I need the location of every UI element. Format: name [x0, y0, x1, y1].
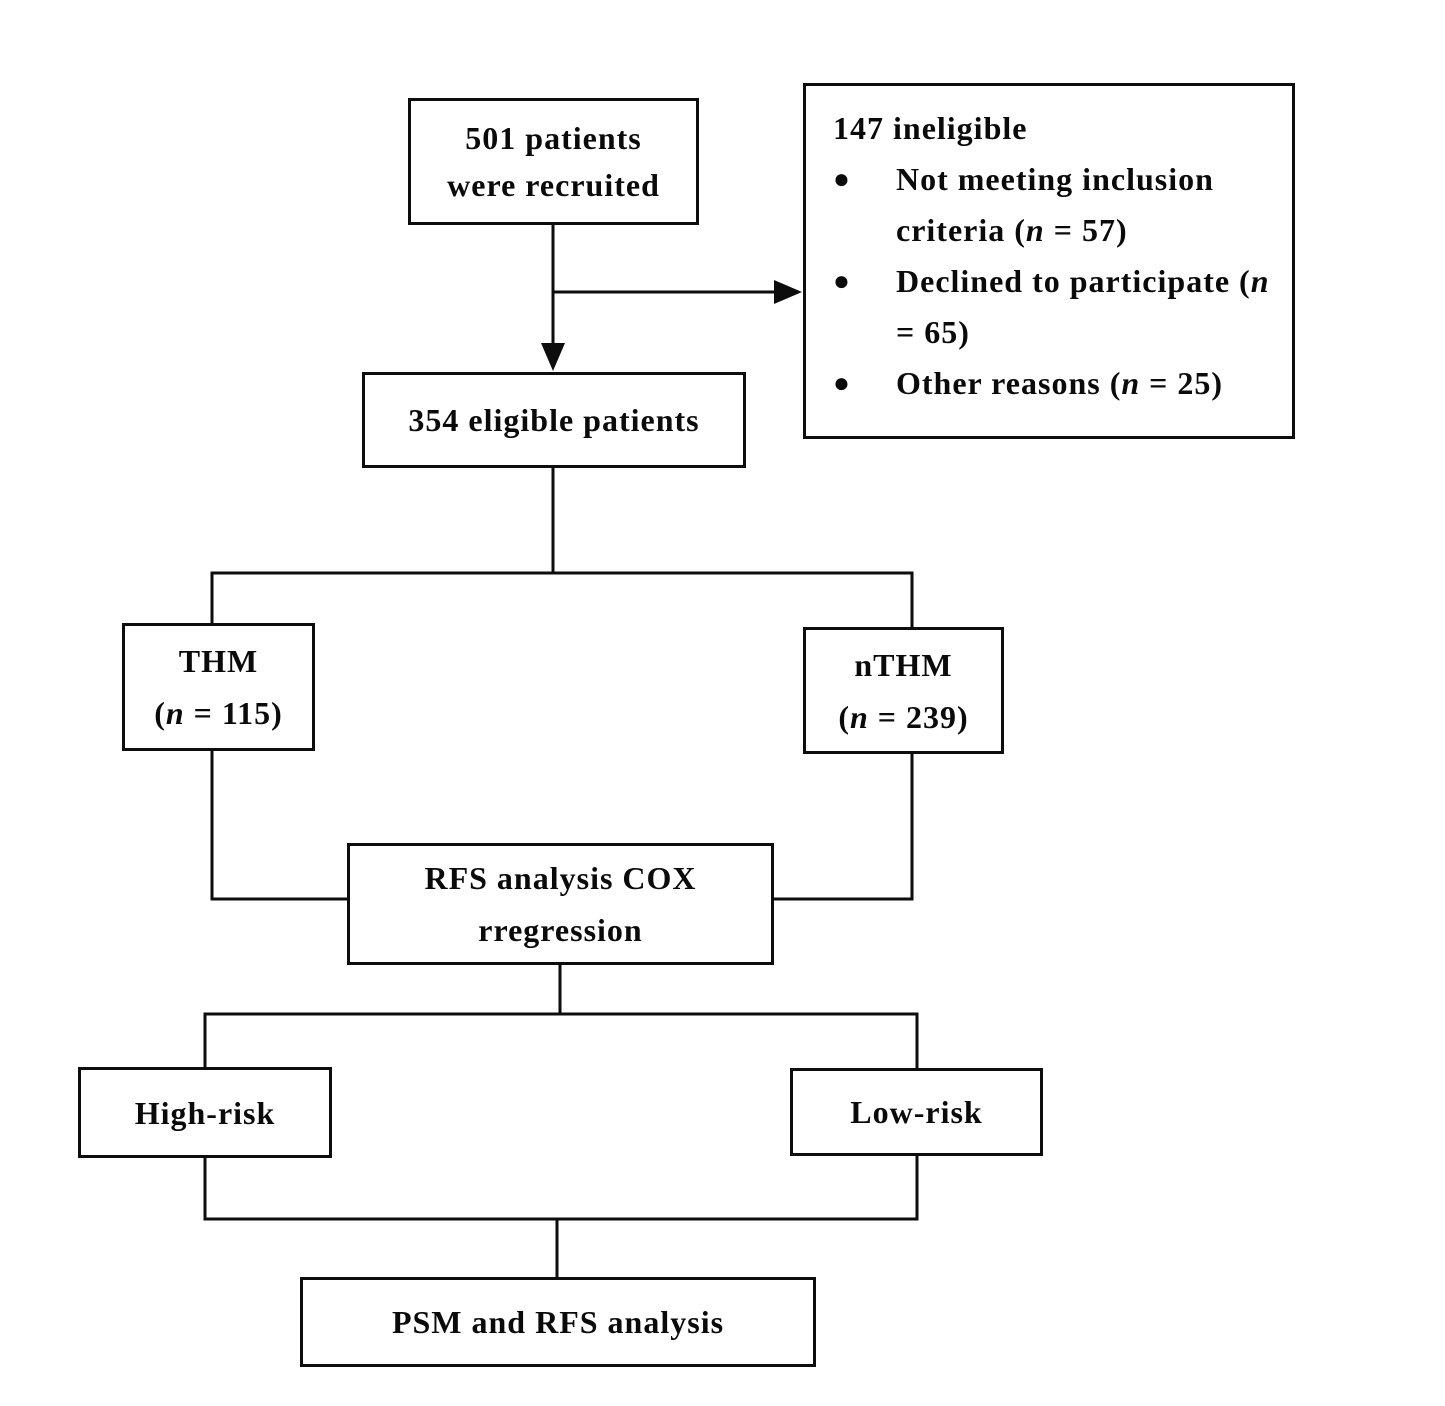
ineligible-header: 147 ineligible — [833, 110, 1028, 146]
ineligible-bullet-item: ● Not meeting inclusion criteria (n = 57… — [833, 154, 1281, 256]
high-risk-box: High-risk — [78, 1067, 332, 1158]
ineligible-bullet-item: ● Other reasons (n = 25) — [833, 358, 1281, 409]
high-risk-label: High-risk — [134, 1094, 276, 1131]
connector-eligible-to-split — [210, 466, 914, 629]
nthm-label: nTHM — [854, 646, 953, 683]
ineligible-bullet-text: Not meeting inclusion criteria (n = 57) — [896, 161, 1214, 248]
eligible-box: 354 eligible patients — [362, 372, 746, 468]
arrowhead-right-icon — [774, 280, 802, 304]
psm-box: PSM and RFS analysis — [300, 1277, 816, 1367]
ineligible-box: 147 ineligible ● Not meeting inclusion c… — [803, 83, 1295, 439]
ineligible-bullet-text: Other reasons (n = 25) — [896, 365, 1224, 401]
low-risk-box: Low-risk — [790, 1068, 1043, 1156]
connector-nthm-to-rfs — [772, 752, 914, 901]
thm-label: THM — [178, 643, 259, 679]
arrowhead-down-icon — [541, 343, 565, 371]
rfs-label-line1: RFS analysis COX — [424, 860, 697, 896]
nthm-count: (n = 239) — [838, 698, 969, 735]
thm-count: (n = 115) — [154, 695, 283, 731]
bullet-icon: ● — [833, 266, 851, 297]
ineligible-bullet-item: ● Declined to participate (n = 65) — [833, 256, 1281, 358]
bullet-icon: ● — [833, 368, 851, 399]
ineligible-bullet-text: Declined to participate (n = 65) — [896, 263, 1270, 350]
recruited-box: 501 patients were recruited — [408, 98, 699, 225]
recruited-label-line2: were recruited — [447, 166, 660, 203]
thm-box: THM (n = 115) — [122, 623, 315, 751]
connector-thm-to-rfs — [210, 749, 349, 901]
rfs-analysis-box: RFS analysis COX rregression — [347, 843, 774, 965]
eligible-label: 354 eligible patients — [408, 402, 700, 438]
low-risk-label: Low-risk — [850, 1094, 983, 1130]
rfs-label-line2: rregression — [478, 912, 643, 948]
connector-recruited-to-eligible — [541, 223, 565, 371]
connector-rfs-to-split — [203, 963, 919, 1070]
nthm-box: nTHM (n = 239) — [803, 627, 1004, 754]
psm-label: PSM and RFS analysis — [391, 1304, 725, 1340]
recruited-label-line1: 501 patients — [465, 119, 642, 156]
connector-risk-to-psm — [203, 1154, 919, 1279]
connector-recruited-to-ineligible — [551, 280, 802, 304]
bullet-icon: ● — [833, 164, 851, 195]
